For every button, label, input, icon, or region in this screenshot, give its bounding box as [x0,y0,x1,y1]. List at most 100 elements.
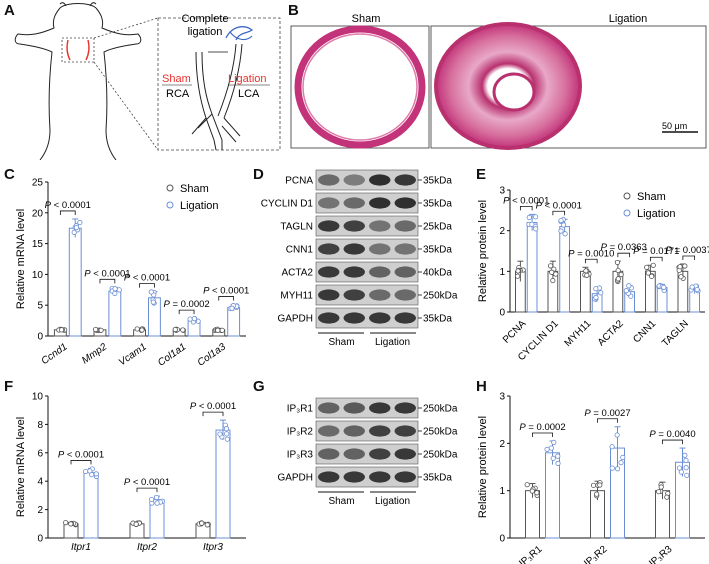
data-point [658,484,664,490]
blot-row-label: ACTA2 [282,268,314,279]
data-point [560,222,567,228]
data-point [148,496,155,503]
sham-vessel-ring [294,25,426,149]
category-label: Itpr2 [137,542,157,553]
blot-group-ligation: Ligation [375,337,410,348]
p-value-label: P < 0.0001 [84,268,130,279]
category-label: Col1a1 [156,341,188,368]
data-point [532,214,539,220]
data-point [694,286,700,293]
blot-group-sham: Sham [328,496,354,507]
data-point [89,472,95,478]
significance-bracket [552,210,566,216]
data-point [63,520,69,526]
data-point [533,226,539,232]
significance-bracket [519,206,533,211]
blot-band [369,266,391,278]
data-point [609,465,615,471]
p-value-label: P = 0.0363 [601,242,647,253]
legend-ligation: Ligation [180,200,219,212]
panel-letter-a: A [4,2,15,19]
y-tick-label: 3 [499,392,505,403]
zoom-box [157,17,281,151]
data-point [217,431,223,437]
data-point [524,482,530,488]
data-point [593,286,599,292]
blot-band [318,402,340,414]
legend-ligation: Ligation [637,208,676,220]
data-point [558,218,564,224]
panel-letter-b: B [288,2,299,19]
data-point [98,327,104,333]
data-point [649,273,655,279]
bar-ligation-0 [68,227,82,337]
blot-kda-label: 35kDa [423,314,452,325]
p-value-label: P = 0.0037 [666,245,709,256]
blot-band [318,312,340,324]
data-point [683,465,689,471]
significance-bracket [662,439,683,445]
data-point [529,488,535,494]
data-point [133,521,139,527]
y-tick-label: 2 [37,505,43,516]
blot-band [369,197,391,209]
data-point [682,452,688,458]
artery-drawing [191,43,243,151]
p-value-label: P = 0.0040 [649,429,695,440]
data-point [529,221,535,227]
blot-band [394,289,416,301]
data-point [623,288,629,294]
p-value-label: P = 0.0171 [633,246,679,257]
data-point [223,426,230,432]
histology-sham-frame [290,25,430,149]
data-point [548,445,554,451]
y-tick-label: 0 [37,534,43,545]
y-tick-label: 4 [37,477,43,488]
data-point [677,264,683,270]
blot-band [369,402,391,414]
y-tick-label: 2 [499,439,505,450]
significance-bracket [649,256,663,262]
panel-letter-g: G [253,378,265,395]
data-point [68,521,74,527]
blot-band [343,289,365,301]
data-point [618,271,624,278]
panel-letter-d: D [253,166,264,183]
bar-ligation-2 [215,429,231,539]
data-point [148,289,154,295]
blot-band [343,471,365,483]
category-label: IP₃R1 [517,544,545,564]
data-point [219,327,225,333]
significance-bracket [584,258,598,264]
category-label: CNN1 [631,318,658,345]
category-label: Vcam1 [117,341,149,368]
ligation-vessel-wall [434,22,582,150]
data-point [562,231,568,237]
category-label: Col1a3 [196,341,229,368]
bar-sham-2 [580,270,591,313]
bar-ligation-1 [108,290,122,337]
significance-bracket [178,309,195,315]
significance-bracket [139,283,155,288]
significance-bracket [136,487,158,493]
category-label: Ccnd1 [40,341,70,367]
data-point [597,482,603,488]
data-point [204,522,210,528]
data-point [73,225,80,231]
blot-band [318,197,340,209]
y-tick-label: 1 [499,267,505,278]
significance-bracket [218,296,235,301]
p-value-label: P = 0.0027 [584,408,630,419]
panel-letter-f: F [4,378,14,395]
blot-kda-label: 250kDa [423,450,458,461]
category-label: MYH11 [563,318,594,349]
data-point [229,305,235,311]
data-point [614,259,621,266]
data-point [683,457,689,464]
blot-row-label: GAPDH [277,314,313,325]
blot-band [394,220,416,232]
